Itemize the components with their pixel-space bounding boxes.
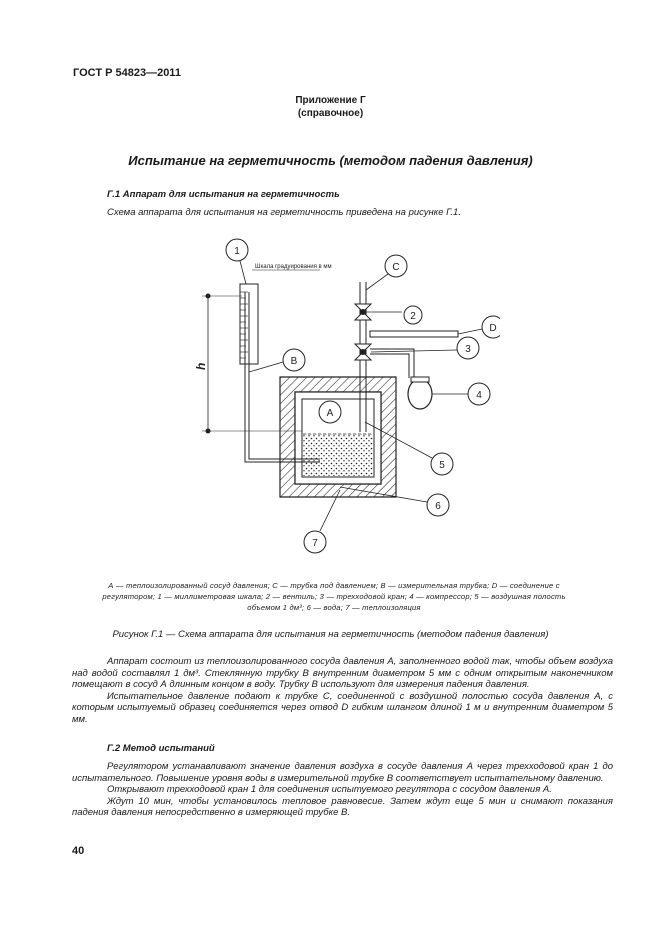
body-section-2: Регулятором устанавливают значение давле… bbox=[72, 761, 613, 819]
body-section-1: Аппарат состоит из теплоизолированного с… bbox=[72, 656, 613, 726]
regulator-connection bbox=[369, 330, 459, 338]
three-way-cock bbox=[353, 343, 373, 361]
callout-3-label: 3 bbox=[465, 344, 471, 355]
callout-b-label: B bbox=[291, 356, 298, 367]
callout-a-label: A bbox=[327, 408, 334, 419]
callout-c-label: C bbox=[392, 262, 399, 273]
measuring-tube bbox=[244, 292, 320, 463]
page-number: 40 bbox=[72, 845, 85, 857]
callout-5 bbox=[430, 452, 454, 476]
callout-6-label: 6 bbox=[435, 501, 441, 512]
figure-legend: А — теплоизолированный сосуд давления; С… bbox=[80, 580, 588, 613]
callout-7-label: 7 bbox=[312, 538, 318, 549]
compressor bbox=[407, 376, 475, 410]
legend-line-1: А — теплоизолированный сосуд давления; С… bbox=[108, 581, 560, 590]
section2-title: Г.2 Метод испытаний bbox=[107, 743, 215, 754]
section1-intro: Схема аппарата для испытания на герметич… bbox=[107, 207, 461, 218]
water bbox=[303, 434, 373, 476]
callout-c bbox=[384, 254, 408, 278]
paragraph: Открывают трехходовой кран 1 для соедине… bbox=[107, 784, 552, 796]
callout-7 bbox=[303, 530, 327, 554]
valve bbox=[353, 303, 402, 321]
appendix-subtitle: (справочное) bbox=[297, 108, 364, 119]
appendix-title: Приложение Г bbox=[295, 95, 366, 106]
callout-4-label: 4 bbox=[476, 390, 482, 401]
compressor-line bbox=[370, 348, 415, 378]
callout-a bbox=[318, 400, 342, 424]
paragraph: Регулятором устанавливают значение давле… bbox=[72, 761, 613, 784]
callout-4 bbox=[467, 382, 491, 406]
callout-d-label: D bbox=[489, 323, 496, 334]
callout-5-label: 5 bbox=[439, 460, 445, 471]
test-apparatus-diagram: Шкала градуирования в мм h 1 C 2 bbox=[194, 238, 500, 554]
callout-2 bbox=[403, 305, 423, 325]
legend-line-3: объемом 1 дм³; 6 — вода; 7 — теплоизоляц… bbox=[247, 603, 421, 612]
callout-b bbox=[282, 348, 306, 372]
height-label: h bbox=[194, 363, 208, 370]
legend-line-2: регулятором; 1 — миллиметровая шкала; 2 … bbox=[102, 592, 566, 601]
paragraph: Испытательное давление подают к трубке С… bbox=[72, 690, 613, 725]
main-title: Испытание на герметичность (методом паде… bbox=[128, 153, 533, 168]
appendix-heading: Приложение Г (справочное) bbox=[0, 94, 661, 120]
callout-d bbox=[481, 315, 500, 339]
callouts: 1 C 2 D 3 4 B A 5 6 7 bbox=[225, 238, 500, 554]
vessel-inner-wall bbox=[301, 398, 375, 478]
callout-6 bbox=[426, 493, 450, 517]
callout-1-label: 1 bbox=[234, 246, 240, 257]
callout-2-label: 2 bbox=[410, 311, 416, 322]
callout-1 bbox=[225, 238, 249, 262]
paragraph: Аппарат состоит из теплоизолированного с… bbox=[72, 656, 613, 691]
callout-3 bbox=[456, 336, 480, 360]
scale-label: Шкала градуирования в мм bbox=[255, 264, 332, 270]
figure-title: Рисунок Г.1 — Схема аппарата для испытан… bbox=[112, 629, 549, 640]
section1-title: Г.1 Аппарат для испытания на герметичнос… bbox=[107, 189, 340, 200]
document-header: ГОСТ Р 54823—2011 bbox=[73, 67, 181, 79]
paragraph: Ждут 10 мин, чтобы установилось тепловое… bbox=[72, 795, 613, 819]
